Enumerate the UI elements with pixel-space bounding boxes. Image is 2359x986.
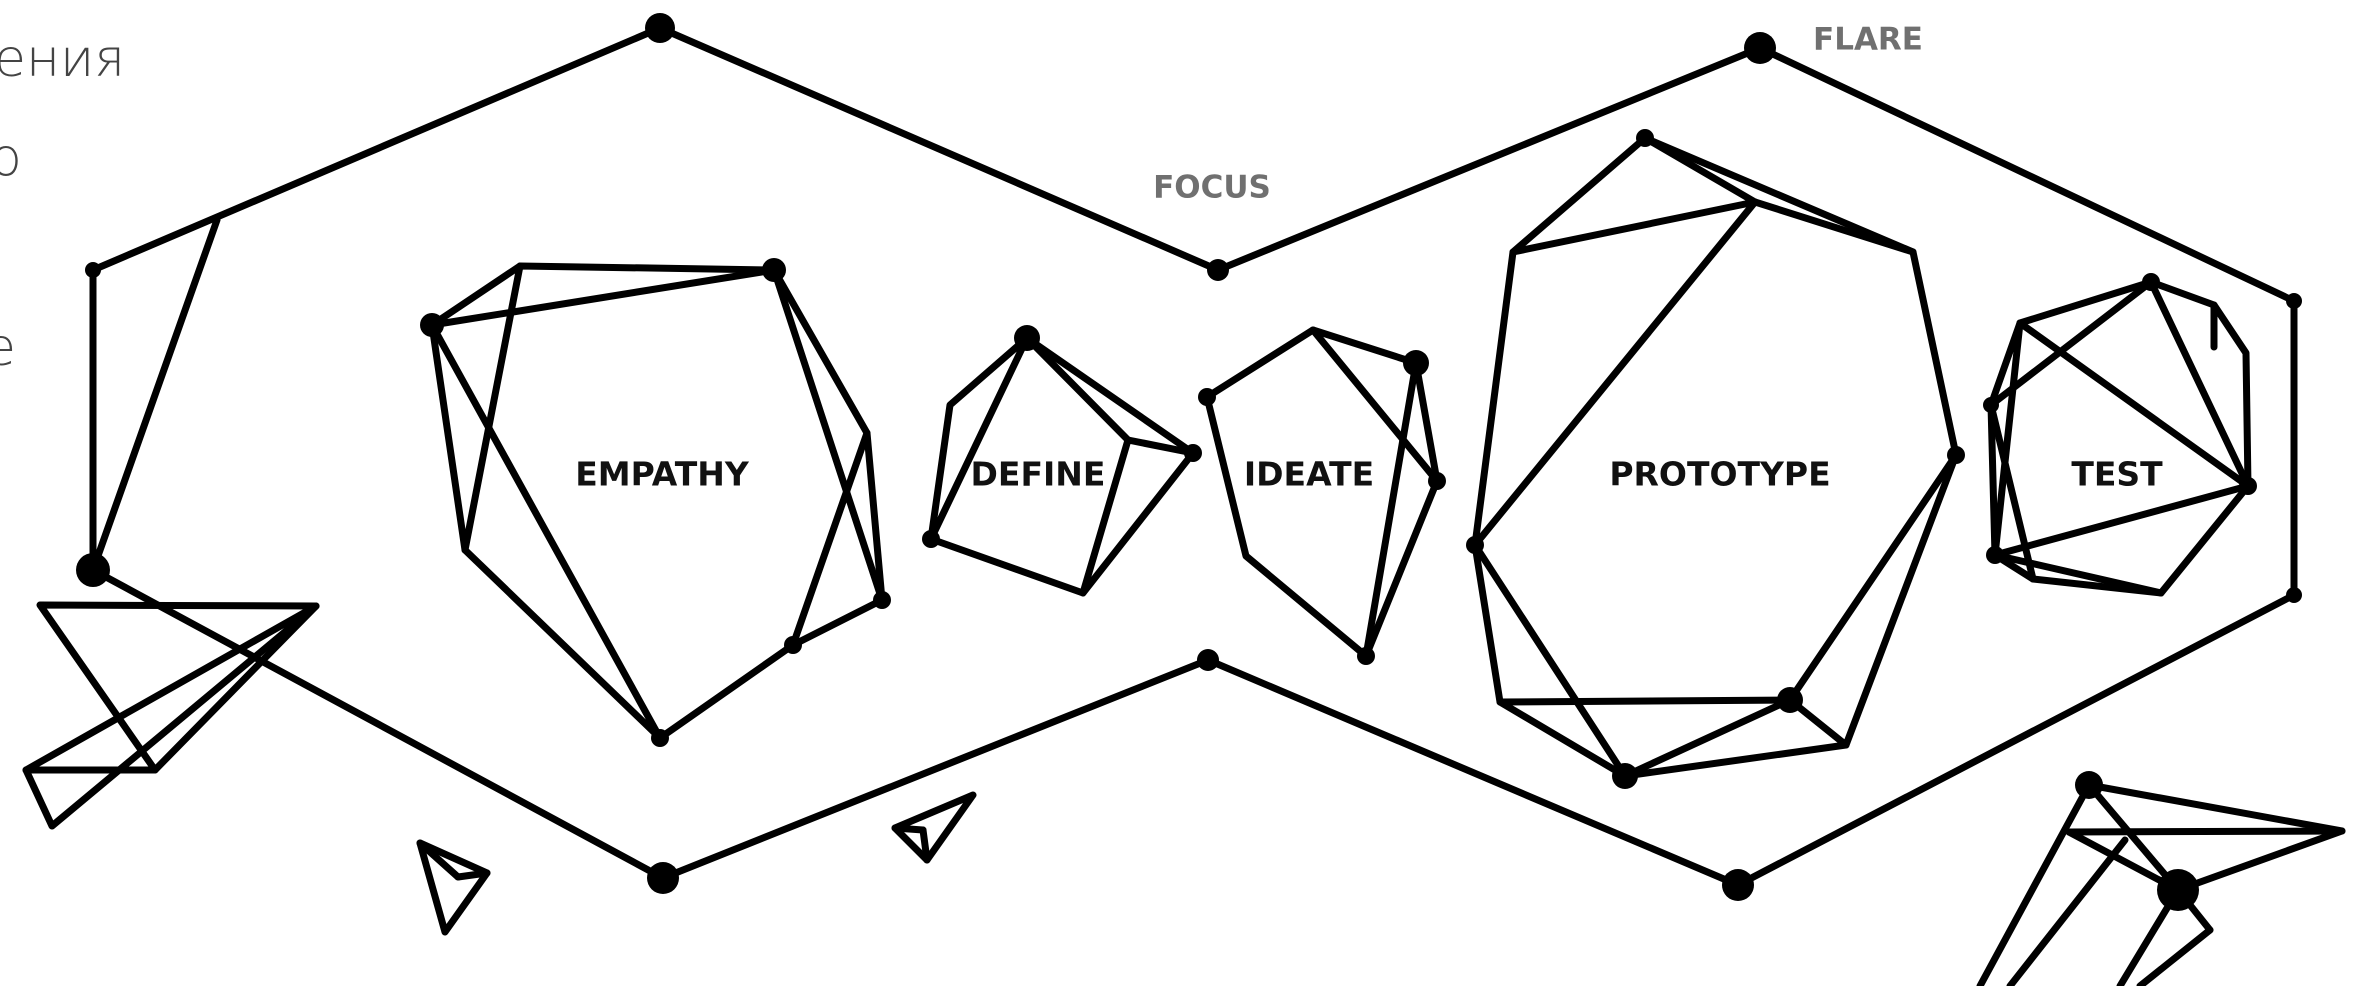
focus-label: FOCUS bbox=[1153, 170, 1271, 206]
test-edge bbox=[1995, 486, 2248, 555]
outer-node bbox=[645, 13, 675, 43]
shard-edge bbox=[895, 828, 923, 830]
decorative-shard-small-b bbox=[895, 795, 973, 860]
decorative-shard-small-a bbox=[420, 843, 487, 932]
prototype-node bbox=[1777, 687, 1803, 713]
test-shape: TEST bbox=[1983, 273, 2257, 593]
outer-node bbox=[1207, 259, 1229, 281]
shard-node bbox=[2157, 869, 2199, 911]
prototype-shape: PROTOTYPE bbox=[1466, 129, 1965, 789]
stage-label-empathy: EMPATHY bbox=[575, 455, 750, 494]
outer-node bbox=[1744, 32, 1776, 64]
empathy-node bbox=[651, 729, 669, 747]
empathy-node bbox=[420, 313, 444, 337]
test-node bbox=[1983, 397, 1999, 413]
outer-node bbox=[1197, 649, 1219, 671]
decorative-shard-left bbox=[26, 605, 316, 826]
shard-edge bbox=[2010, 840, 2125, 986]
define-edge bbox=[1027, 338, 1128, 440]
shard-edge bbox=[458, 873, 487, 877]
empathy-node bbox=[762, 258, 786, 282]
empathy-shape: EMPATHY bbox=[420, 258, 891, 747]
outer-node bbox=[76, 553, 110, 587]
ideate-node bbox=[1428, 472, 1446, 490]
outer-node bbox=[85, 262, 101, 278]
prototype-edge bbox=[1475, 545, 1625, 776]
define-node bbox=[922, 530, 940, 548]
empathy-node bbox=[784, 636, 802, 654]
empathy-edge bbox=[465, 266, 520, 550]
stage-label-ideate: IDEATE bbox=[1244, 455, 1374, 494]
stage-label-prototype: PROTOTYPE bbox=[1609, 455, 1830, 494]
outer-node bbox=[1722, 869, 1754, 901]
ideate-node bbox=[1357, 647, 1375, 665]
outer-node bbox=[2286, 587, 2302, 603]
stage-label-test: TEST bbox=[2071, 455, 2163, 494]
flare-label: FLARE bbox=[1813, 22, 1923, 58]
prototype-node bbox=[1612, 763, 1638, 789]
test-node bbox=[2142, 273, 2160, 291]
define-shape: DEFINE bbox=[922, 325, 1202, 593]
stage-label-define: DEFINE bbox=[971, 455, 1106, 494]
empathy-edge bbox=[432, 270, 774, 325]
shard-outline bbox=[26, 606, 316, 826]
empathy-outline bbox=[432, 266, 882, 738]
ideate-shape: IDEATE bbox=[1198, 330, 1446, 665]
cropped-text-line-1: ения bbox=[0, 29, 125, 89]
test-node bbox=[1986, 546, 2004, 564]
outer-node bbox=[2286, 293, 2302, 309]
shard-edge bbox=[2069, 831, 2342, 832]
ideate-node bbox=[1198, 388, 1216, 406]
prototype-edge bbox=[1645, 138, 1755, 202]
cropped-text-line-2: о bbox=[0, 128, 22, 188]
prototype-edge bbox=[1500, 700, 1790, 702]
prototype-node bbox=[1636, 129, 1654, 147]
shard-edge bbox=[923, 830, 927, 860]
define-node bbox=[1014, 325, 1040, 351]
shard-node bbox=[2075, 771, 2103, 799]
empathy-node bbox=[873, 591, 891, 609]
decorative-shard-right bbox=[1980, 771, 2342, 986]
test-node bbox=[2239, 477, 2257, 495]
prototype-edge bbox=[1755, 202, 1913, 252]
outer-node bbox=[647, 862, 679, 894]
prototype-node bbox=[1466, 536, 1484, 554]
prototype-node bbox=[1947, 446, 1965, 464]
outer-outline-inner-edge bbox=[93, 220, 217, 570]
cropped-text-line-3: е bbox=[0, 318, 16, 378]
define-node bbox=[1184, 444, 1202, 462]
ideate-node bbox=[1403, 350, 1429, 376]
